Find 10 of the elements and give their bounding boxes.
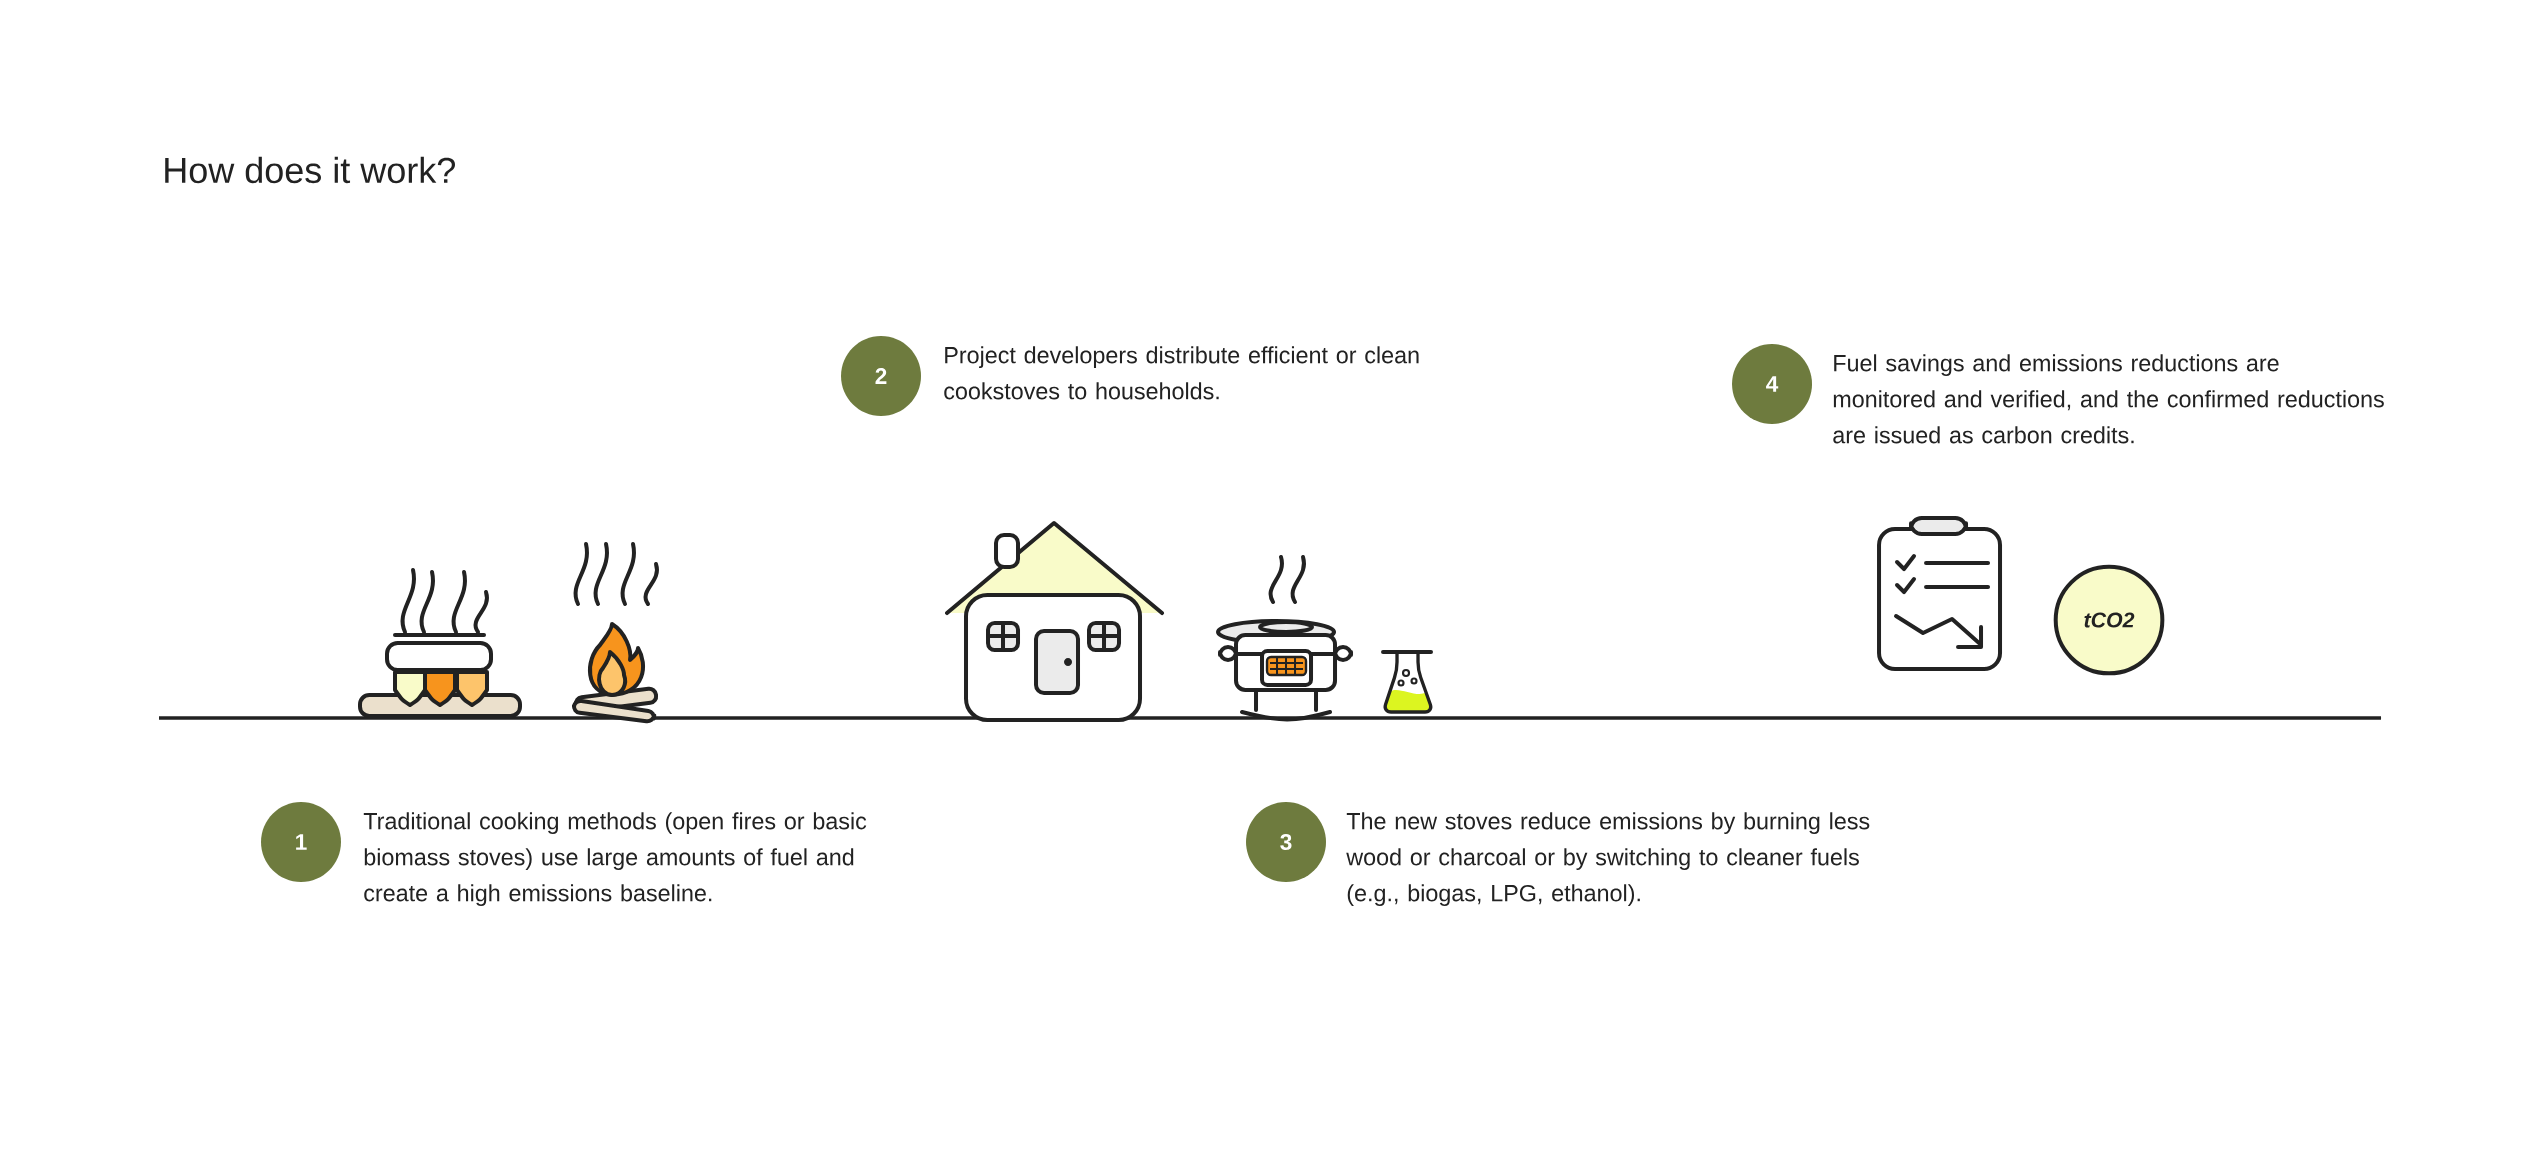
co2-token: tCO2 [2053,564,2165,676]
step-text: Traditional cooking methods (open fires or basic biomass stoves) use large amounts of fuel and create a high emissions baseline. [363,812,867,907]
step-number-badge: 2 [841,336,921,416]
step-number-badge: 3 [1246,802,1326,882]
step-text: The new stoves reduce emissions by burning less wood or charcoal or by switching to cleaner fuels (e.g., biogas, LPG, ethanol). [1346,812,1870,907]
step-text: Project developers distribute efficient or clean cookstoves to households. [944,346,1419,400]
step-number-badge: 1 [261,802,341,882]
step-text: Fuel savings and emissions reductions are monitored and verified, and the confirmed reductions are issued as carbon credits. [1833,354,2384,444]
step-number-badge: 4 [1732,344,1813,424]
title: How does it work? [165,156,455,184]
